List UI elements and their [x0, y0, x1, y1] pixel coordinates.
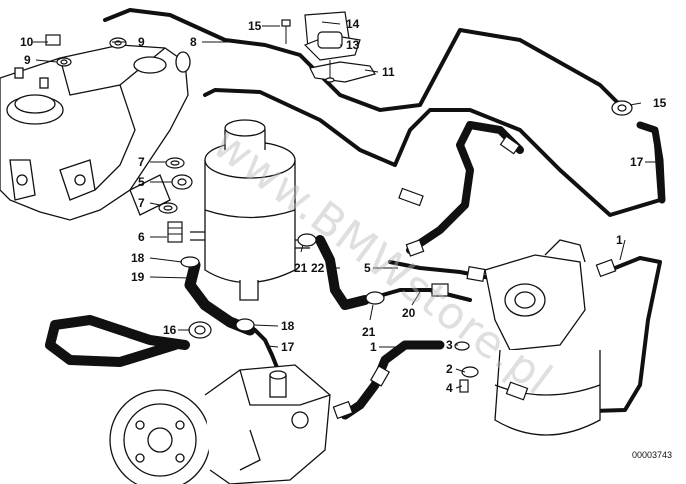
callout-22: 22 — [311, 261, 325, 275]
callout-21a: 21 — [294, 261, 308, 275]
callout-7b: 7 — [138, 196, 145, 210]
callout-3: 3 — [446, 338, 453, 352]
callout-8: 8 — [190, 35, 197, 49]
callout-1a: 1 — [370, 340, 377, 354]
callout-4: 4 — [446, 381, 453, 395]
fluid-reservoir — [190, 119, 310, 301]
callout-12: 13 — [346, 38, 360, 52]
steering-valve — [484, 239, 601, 436]
callout-9a: 9 — [24, 53, 31, 67]
callout-17: 17 — [281, 340, 295, 354]
document-number: 00003743 — [632, 450, 672, 460]
callout-9b: 9 — [138, 35, 145, 49]
callout-15b: 16 — [163, 323, 177, 337]
callout-13: 14 — [346, 17, 360, 31]
callout-16: 17 — [630, 155, 644, 169]
callout-18b: 18 — [281, 319, 295, 333]
callout-labels: 10 9 9 8 15 14 13 11 15 17 7 5 7 6 18 19… — [20, 17, 667, 395]
callout-18a: 18 — [131, 251, 145, 265]
callout-21b: 21 — [362, 325, 376, 339]
callout-19: 19 — [131, 270, 145, 284]
callout-5b: 5 — [364, 261, 371, 275]
fittings — [45, 34, 633, 420]
callout-15a: 15 — [653, 96, 667, 110]
callout-6: 6 — [138, 230, 145, 244]
callout-5a: 5 — [138, 175, 145, 189]
callout-1b: 1 — [616, 233, 623, 247]
bolt-14 — [281, 19, 291, 44]
callout-20: 20 — [402, 306, 416, 320]
steering-gear-box — [0, 44, 191, 221]
callout-14: 15 — [248, 19, 262, 33]
callout-11: 11 — [382, 65, 395, 79]
pipe-bracket — [303, 11, 376, 83]
power-steering-pump — [109, 364, 331, 484]
callout-10: 10 — [20, 35, 34, 49]
callout-2: 2 — [446, 362, 453, 376]
leader-lines — [33, 21, 658, 389]
callout-7a: 7 — [138, 155, 145, 169]
